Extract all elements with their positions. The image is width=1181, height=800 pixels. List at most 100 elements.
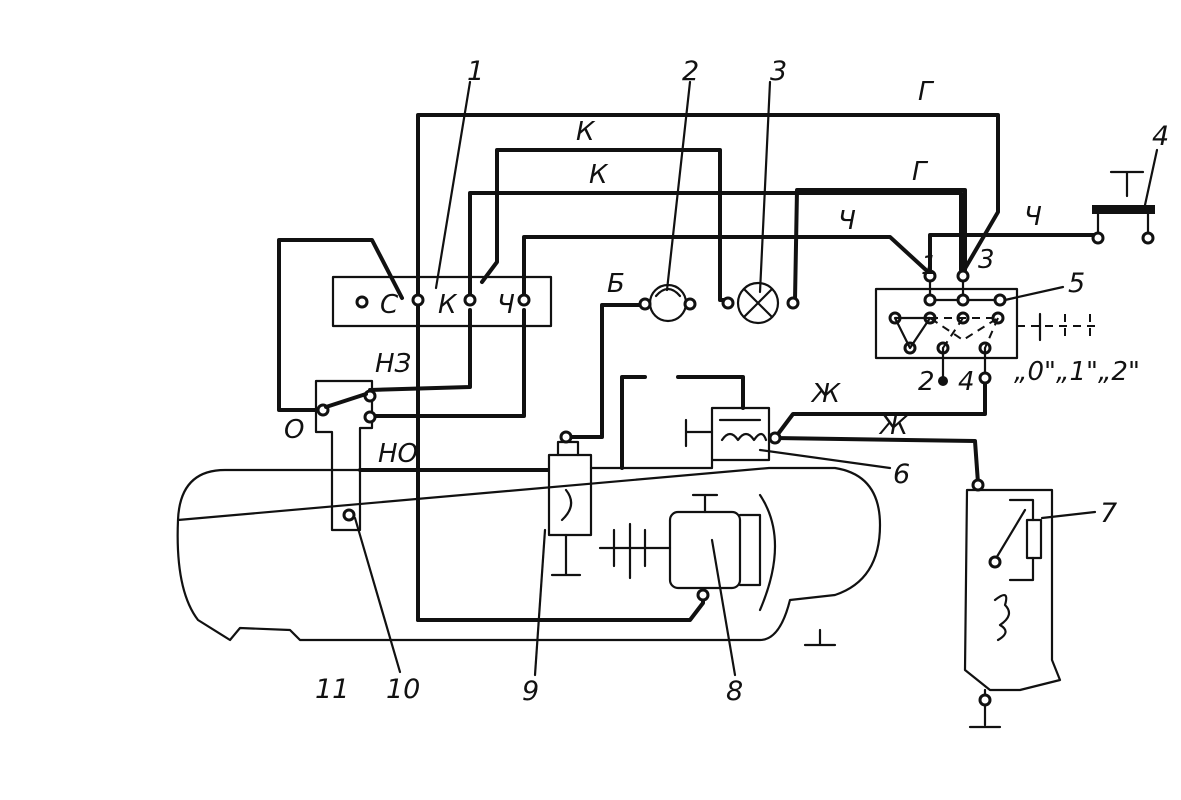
- switch-dashed-contacts: [926, 317, 1002, 349]
- sensor-9-terminal: [559, 430, 573, 444]
- relay-6-ground: [684, 418, 714, 448]
- switch-terminal-2-label: 2: [918, 367, 935, 397]
- button-terminal-right: [1141, 231, 1155, 245]
- wire-ch-button: [928, 233, 1100, 272]
- callout-1: 1: [467, 56, 484, 87]
- relay-terminal-ch-label: Ч: [497, 290, 515, 320]
- button-bar: [1092, 205, 1155, 214]
- leader-9: [533, 528, 547, 677]
- leader-4: [1143, 148, 1159, 207]
- push-button-4: [1091, 170, 1155, 245]
- regulator-7-resistor: [1025, 518, 1043, 560]
- callout-5: 5: [1068, 268, 1085, 299]
- sensor-9-element: [560, 488, 573, 522]
- wire-zh-lower: [773, 436, 980, 485]
- regulator-7-body: [963, 488, 1062, 692]
- leader-1: [434, 80, 472, 290]
- label-nz: НЗ: [375, 349, 411, 379]
- regulator-7-terminal: [971, 478, 985, 492]
- label-g-top: Г: [918, 77, 935, 107]
- label-zh-upper: Ж: [810, 379, 841, 409]
- lamp-2-terminal-left: [638, 297, 652, 311]
- relay-6-terminal: [768, 431, 782, 445]
- lamp-3-body: [736, 281, 780, 325]
- relay-6: [684, 406, 782, 462]
- switch-terminal-2-dot: [938, 376, 948, 386]
- wire-zh: [773, 376, 987, 440]
- wire-k-lower: [468, 191, 963, 300]
- label-g-right: Г: [912, 157, 929, 187]
- switch-terminal-1-label: 1: [921, 251, 938, 281]
- switch-terminal-3: [956, 269, 970, 283]
- generator-8-fan: [598, 522, 672, 580]
- relay-terminal-s: [411, 293, 425, 307]
- generator-8-pulley: [738, 513, 762, 587]
- leader-7: [1040, 510, 1097, 520]
- wire-ch: [522, 235, 928, 300]
- engine-11: [176, 458, 882, 647]
- switch-10-blade: [324, 392, 368, 409]
- lamp-3-terminal-right: [786, 296, 800, 310]
- switch-triangle-a: [893, 316, 932, 350]
- wire-g-top: [416, 113, 1000, 300]
- relay-6-body: [710, 406, 771, 462]
- switch-10-terminal-no: [363, 410, 377, 424]
- relay-terminal-ch: [517, 293, 531, 307]
- switch-node-a: [923, 293, 937, 307]
- switch-positions-label: „0"„1"„2": [1014, 357, 1140, 387]
- regulator-7-arm: [993, 508, 1027, 562]
- relay-terminal-s-label: С: [380, 290, 399, 320]
- generator-8-body: [668, 510, 742, 590]
- lamp-3-terminal-left: [721, 296, 735, 310]
- label-k-lower: К: [589, 160, 609, 190]
- lamp-2-terminal-right: [683, 297, 697, 311]
- regulator-7-bottom-terminal: [978, 693, 992, 707]
- regulator-7-contact: [988, 555, 1002, 569]
- switch-5-box: [874, 287, 1019, 360]
- leader-8: [710, 538, 737, 677]
- callout-3: 3: [770, 56, 787, 87]
- lamp-3: [721, 281, 800, 325]
- callout-9: 9: [522, 676, 539, 707]
- callout-4: 4: [1152, 121, 1169, 152]
- switch-5: 1 3 2 4 „0"„1"„2": [874, 245, 1140, 397]
- wire-g-right: [793, 188, 967, 302]
- switch-node-b: [956, 293, 970, 307]
- button-legs: [1096, 212, 1150, 238]
- sensor-9-ground: [550, 533, 582, 577]
- leader-2: [665, 80, 692, 292]
- switch-10: [314, 379, 377, 532]
- wire-no: [371, 308, 526, 418]
- regulator-7: [963, 478, 1062, 729]
- callout-6: 6: [893, 459, 910, 490]
- switch-output-legs: [941, 346, 987, 380]
- regulator-7-wiring: [1008, 498, 1035, 582]
- relay-block-box: [331, 275, 553, 328]
- callout-7: 7: [1100, 498, 1117, 529]
- callout-10: 10: [386, 674, 420, 705]
- sensor-9: [547, 430, 593, 577]
- leader-5: [1003, 285, 1065, 302]
- relay-block: С К Ч: [331, 275, 553, 328]
- lamp-3-cross: [742, 287, 774, 319]
- button-plunger: [1109, 170, 1145, 198]
- relay-unused-terminal: [355, 295, 369, 309]
- leader-10: [353, 516, 402, 674]
- callouts: 1 2 3 4 5 6 7 8 9 10 11: [315, 56, 1169, 707]
- label-o: О: [284, 415, 304, 445]
- callout-leaders: [353, 80, 1159, 677]
- engine-ground: [803, 628, 837, 647]
- switch-terminal-3-label: 3: [978, 245, 995, 275]
- callout-2: 2: [682, 56, 699, 87]
- switch-lever-marks: [1064, 314, 1091, 340]
- switch-node-c: [993, 293, 1007, 307]
- relay-terminal-k: [463, 293, 477, 307]
- generator-8-belt: [758, 493, 777, 612]
- generator-8: [598, 493, 777, 612]
- relay-6-coil: [720, 432, 768, 442]
- label-ch-mid: Ч: [838, 206, 856, 236]
- leader-3: [758, 80, 772, 294]
- sensor-9-cap: [556, 440, 580, 457]
- leader-6: [758, 448, 892, 470]
